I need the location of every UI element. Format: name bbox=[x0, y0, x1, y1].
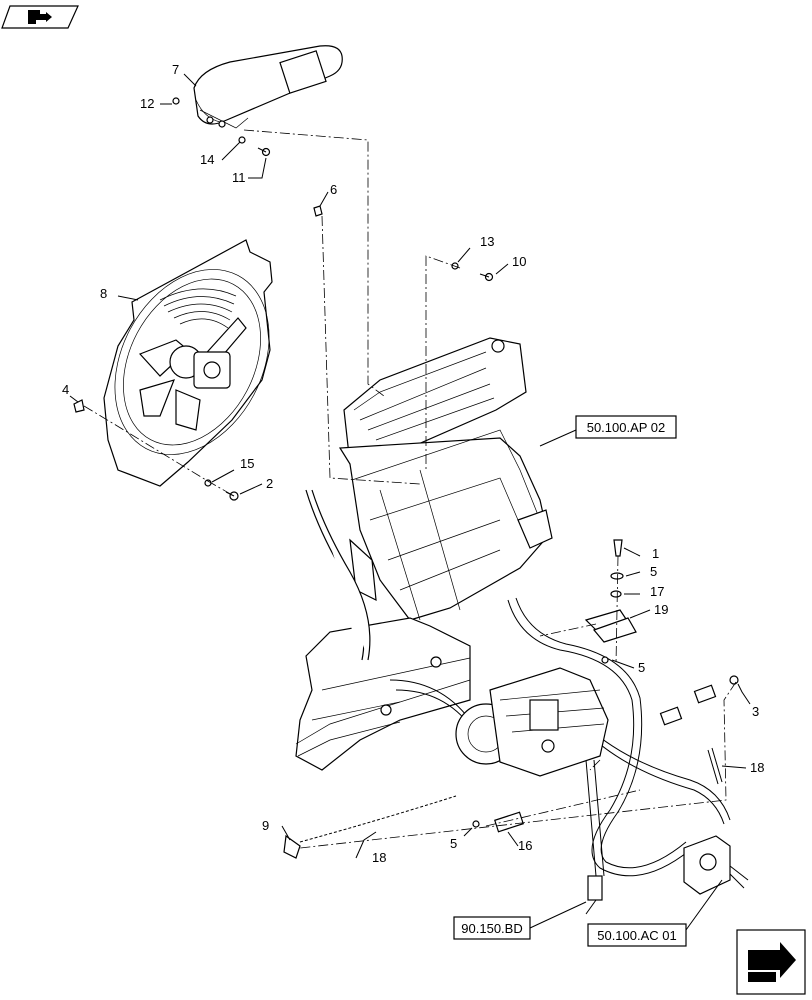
callout-10: 8 bbox=[100, 286, 107, 301]
callout-6: 6 bbox=[330, 182, 337, 197]
fastener-11 bbox=[479, 272, 494, 282]
compressor bbox=[455, 667, 609, 777]
fitting-5a bbox=[610, 572, 624, 580]
valve bbox=[683, 835, 749, 895]
spring-18b bbox=[283, 795, 457, 859]
callout-19: 19 bbox=[654, 602, 668, 617]
callout-12: 11 bbox=[232, 170, 246, 185]
callout-5-a: 5 bbox=[650, 564, 657, 579]
frame bbox=[295, 617, 471, 771]
fastener-12 bbox=[257, 147, 271, 157]
callouts: 7 12 14 11 6 13 10 8 4 15 2 1 5 17 19 5 … bbox=[62, 62, 764, 865]
callout-17: 17 bbox=[650, 584, 664, 599]
spring-18a bbox=[707, 747, 723, 785]
callout-16: 14 bbox=[200, 152, 214, 167]
callout-18-b: 18 bbox=[372, 850, 386, 865]
reference-ap02[interactable]: 50.100.AP 02 bbox=[575, 415, 677, 439]
fitting-1 bbox=[613, 539, 623, 557]
fastener-2 bbox=[225, 491, 239, 501]
callout-13: 12 bbox=[140, 96, 154, 111]
fastener-13 bbox=[172, 97, 180, 105]
callout-7: 7 bbox=[172, 62, 179, 77]
fitting-17 bbox=[610, 590, 622, 598]
callout-14: 13 bbox=[480, 234, 494, 249]
callout-11: 10 bbox=[512, 254, 526, 269]
callout-5-c: 5 bbox=[450, 836, 457, 851]
next-page-arrow-icon[interactable] bbox=[736, 929, 806, 995]
hoses bbox=[305, 489, 731, 901]
fitting-5c bbox=[472, 820, 480, 828]
assembly-lines bbox=[83, 129, 737, 849]
cover-part bbox=[193, 45, 343, 129]
fan-assembly bbox=[103, 239, 273, 487]
fastener-16 bbox=[238, 136, 246, 144]
reference-ac01-label: 50.100.AC 01 bbox=[597, 928, 677, 943]
hvac-unit bbox=[338, 337, 553, 621]
callout-15: 15 bbox=[240, 456, 254, 471]
callout-5-b: 5 bbox=[638, 660, 645, 675]
fastener-6 bbox=[313, 205, 323, 217]
callout-9: 16 bbox=[518, 838, 532, 853]
callout-18-a: 18 bbox=[750, 760, 764, 775]
callout-4: 4 bbox=[62, 382, 69, 397]
sleeves bbox=[659, 684, 717, 726]
sleeve-9 bbox=[494, 811, 524, 833]
reference-ac01[interactable]: 50.100.AC 01 bbox=[587, 923, 687, 947]
book-nav-icon[interactable] bbox=[1, 5, 79, 29]
callout-8: 9 bbox=[262, 818, 269, 833]
fitting-3 bbox=[729, 675, 739, 685]
reference-bd[interactable]: 90.150.BD bbox=[453, 916, 531, 940]
callout-3: 3 bbox=[752, 704, 759, 719]
clamps-19 bbox=[584, 609, 637, 643]
reference-bd-label: 90.150.BD bbox=[461, 921, 522, 936]
reference-ap02-label: 50.100.AP 02 bbox=[587, 420, 666, 435]
fitting-5b bbox=[601, 656, 609, 664]
leader-lines bbox=[69, 73, 751, 931]
callout-2: 2 bbox=[266, 476, 273, 491]
fastener-4 bbox=[73, 399, 85, 413]
callout-1: 1 bbox=[652, 546, 659, 561]
